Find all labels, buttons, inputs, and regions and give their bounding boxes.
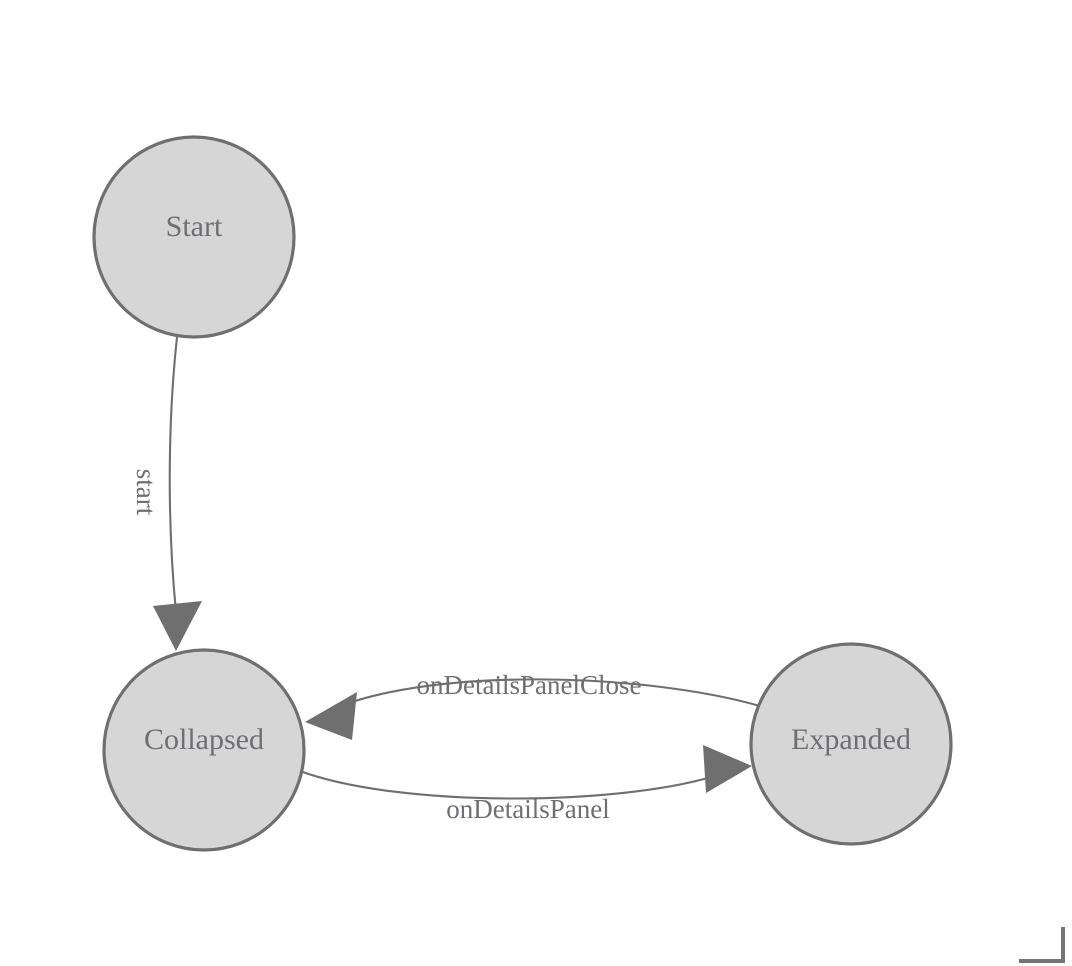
node-expanded[interactable]: Expanded	[749, 642, 953, 846]
node-collapsed[interactable]: Collapsed	[102, 648, 306, 852]
edge-start-to-collapsed-path	[168, 336, 179, 613]
node-expanded-label: Expanded	[791, 723, 911, 756]
edge-collapsed-to-expanded-path	[299, 770, 719, 800]
edge-collapsed-to-expanded-arrowhead	[703, 745, 752, 793]
edge-expanded-to-collapsed-arrowhead	[305, 692, 357, 740]
edge-expanded-to-collapsed-path	[332, 678, 761, 710]
edge-label-on-details-panel: onDetailsPanel	[446, 794, 609, 824]
node-expanded-circle	[749, 642, 953, 846]
node-collapsed-label: Collapsed	[144, 723, 264, 756]
edge-collapsed-to-expanded[interactable]	[299, 745, 752, 800]
node-start[interactable]: Start	[92, 135, 296, 339]
edge-start-to-collapsed-arrowhead	[153, 601, 202, 651]
node-start-label: Start	[166, 210, 223, 243]
edge-expanded-to-collapsed[interactable]	[305, 678, 761, 740]
edge-start-to-collapsed[interactable]	[153, 336, 202, 651]
node-collapsed-circle	[102, 648, 306, 852]
resize-corner-mark-icon	[1019, 927, 1065, 963]
node-start-circle	[92, 135, 296, 339]
edge-label-start: start	[131, 469, 161, 516]
edge-label-on-details-panel-close: onDetailsPanelClose	[417, 670, 642, 700]
